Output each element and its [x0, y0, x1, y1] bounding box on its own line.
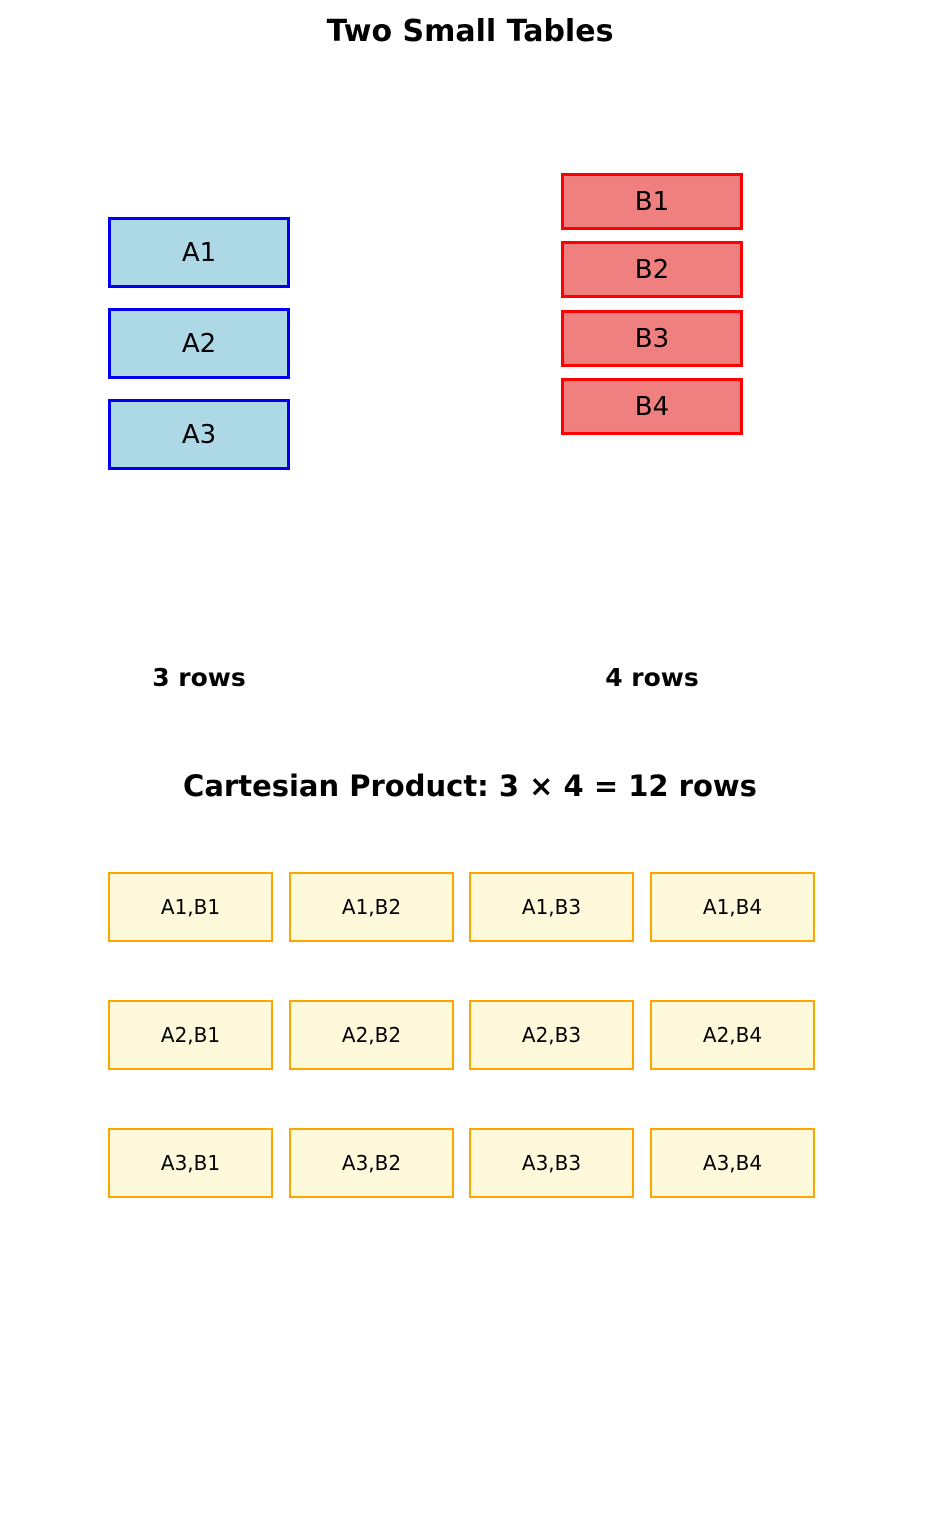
- product-cell-a1b2: A1,B2: [289, 872, 454, 942]
- product-title: Cartesian Product: 3 × 4 = 12 rows: [183, 769, 757, 803]
- product-cell-a3b2: A3,B2: [289, 1128, 454, 1198]
- product-cell-a1b3: A1,B3: [469, 872, 634, 942]
- product-cell-a2b4: A2,B4: [650, 1000, 815, 1070]
- product-cell-a2b2: A2,B2: [289, 1000, 454, 1070]
- product-cell-a2b3: A2,B3: [469, 1000, 634, 1070]
- table-b-caption: 4 rows: [605, 663, 699, 692]
- table-a-row-a1: A1: [108, 217, 290, 288]
- table-b-row-b4: B4: [561, 378, 743, 435]
- figure-title: Two Small Tables: [326, 14, 614, 49]
- table-b-row-b1: B1: [561, 173, 743, 230]
- product-cell-a3b1: A3,B1: [108, 1128, 273, 1198]
- table-a-caption: 3 rows: [152, 663, 246, 692]
- table-a-row-a2: A2: [108, 308, 290, 379]
- table-b-row-b2: B2: [561, 241, 743, 298]
- product-cell-a1b1: A1,B1: [108, 872, 273, 942]
- product-cell-a2b1: A2,B1: [108, 1000, 273, 1070]
- table-b-row-b3: B3: [561, 310, 743, 367]
- product-cell-a3b3: A3,B3: [469, 1128, 634, 1198]
- product-cell-a1b4: A1,B4: [650, 872, 815, 942]
- table-a-row-a3: A3: [108, 399, 290, 470]
- product-cell-a3b4: A3,B4: [650, 1128, 815, 1198]
